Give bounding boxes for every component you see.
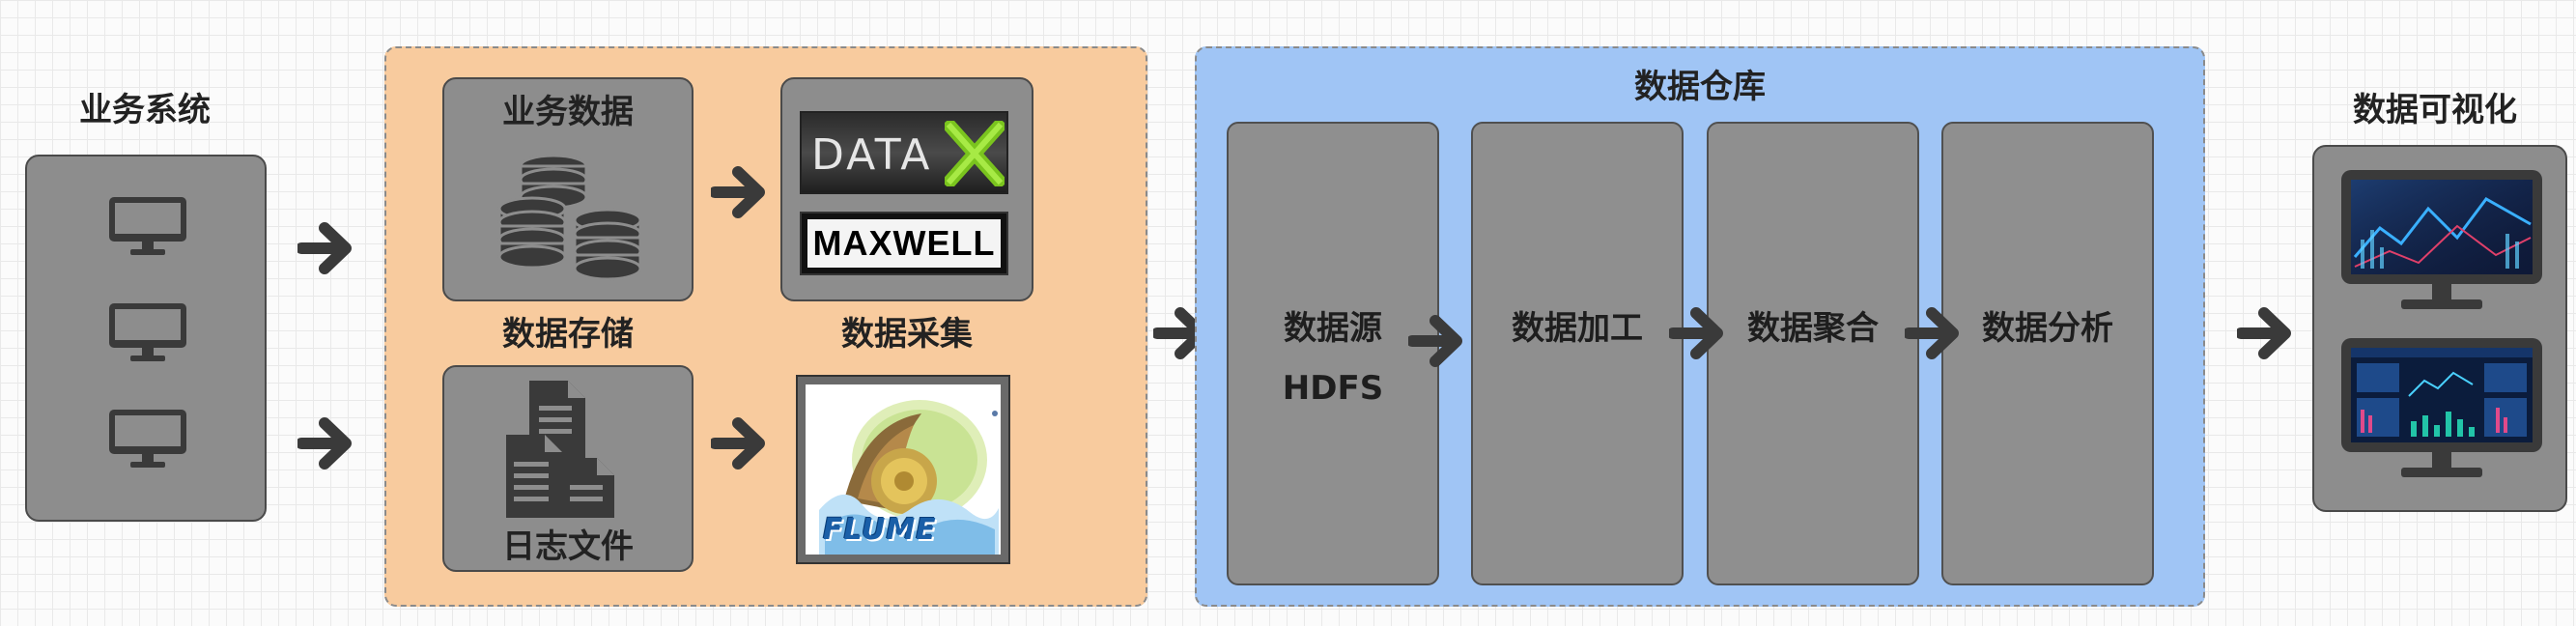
warehouse-column-label: 数据源 [1284, 309, 1382, 348]
datax-x-mark [945, 121, 1005, 186]
files-icon [506, 381, 614, 518]
arrow-right-icon [711, 417, 765, 470]
arrow-right-icon [1669, 307, 1723, 359]
arrow-right-icon [297, 222, 352, 274]
warehouse-column-aggregation: 数据聚合 [1707, 122, 1919, 585]
business-data-title: 业务数据 [502, 93, 634, 131]
log-file-title: 日志文件 [502, 527, 634, 566]
warehouse-column-processing: 数据加工 [1471, 122, 1684, 585]
business-system-title: 业务系统 [79, 91, 211, 129]
visualization-box [2312, 145, 2567, 512]
maxwell-logo: MAXWELL [800, 212, 1008, 275]
arrow-right-icon [711, 166, 765, 218]
datax-logo-text: DATA [811, 130, 933, 180]
warehouse-title: 数据仓库 [1634, 68, 1766, 106]
business-data-box: 业务数据 [442, 77, 694, 301]
arrow-right-icon [2237, 307, 2291, 359]
warehouse-column-label: 数据分析 [1982, 309, 2113, 348]
data-collection-title: 数据采集 [841, 315, 973, 354]
monitor-icon [2341, 338, 2542, 477]
arrow-right-icon [1408, 315, 1462, 367]
flume-logo-text: FLUME [823, 513, 937, 547]
log-file-box: 日志文件 [442, 365, 694, 572]
monitor-icon [2341, 170, 2542, 309]
arrow-right-icon [1905, 307, 1959, 359]
monitor-icon [109, 197, 186, 255]
arrow-right-icon [297, 417, 352, 470]
warehouse-column-label: 数据聚合 [1747, 309, 1879, 348]
warehouse-column-source: 数据源 HDFS [1227, 122, 1439, 585]
warehouse-column-analysis: 数据分析 [1941, 122, 2154, 585]
business-system-box [25, 155, 267, 522]
monitor-icon [109, 303, 186, 361]
monitor-icon [109, 410, 186, 468]
data-storage-title: 数据存储 [502, 315, 634, 354]
warehouse-column-label: 数据加工 [1512, 309, 1643, 348]
visualization-title: 数据可视化 [2353, 91, 2517, 129]
flume-graphic [819, 400, 999, 555]
warehouse-column-sublabel: HDFS [1282, 369, 1384, 408]
maxwell-logo-text: MAXWELL [812, 223, 996, 263]
database-icon [497, 154, 642, 281]
flume-logo: FLUME [796, 375, 1010, 564]
datax-logo: DATA [800, 111, 1008, 194]
